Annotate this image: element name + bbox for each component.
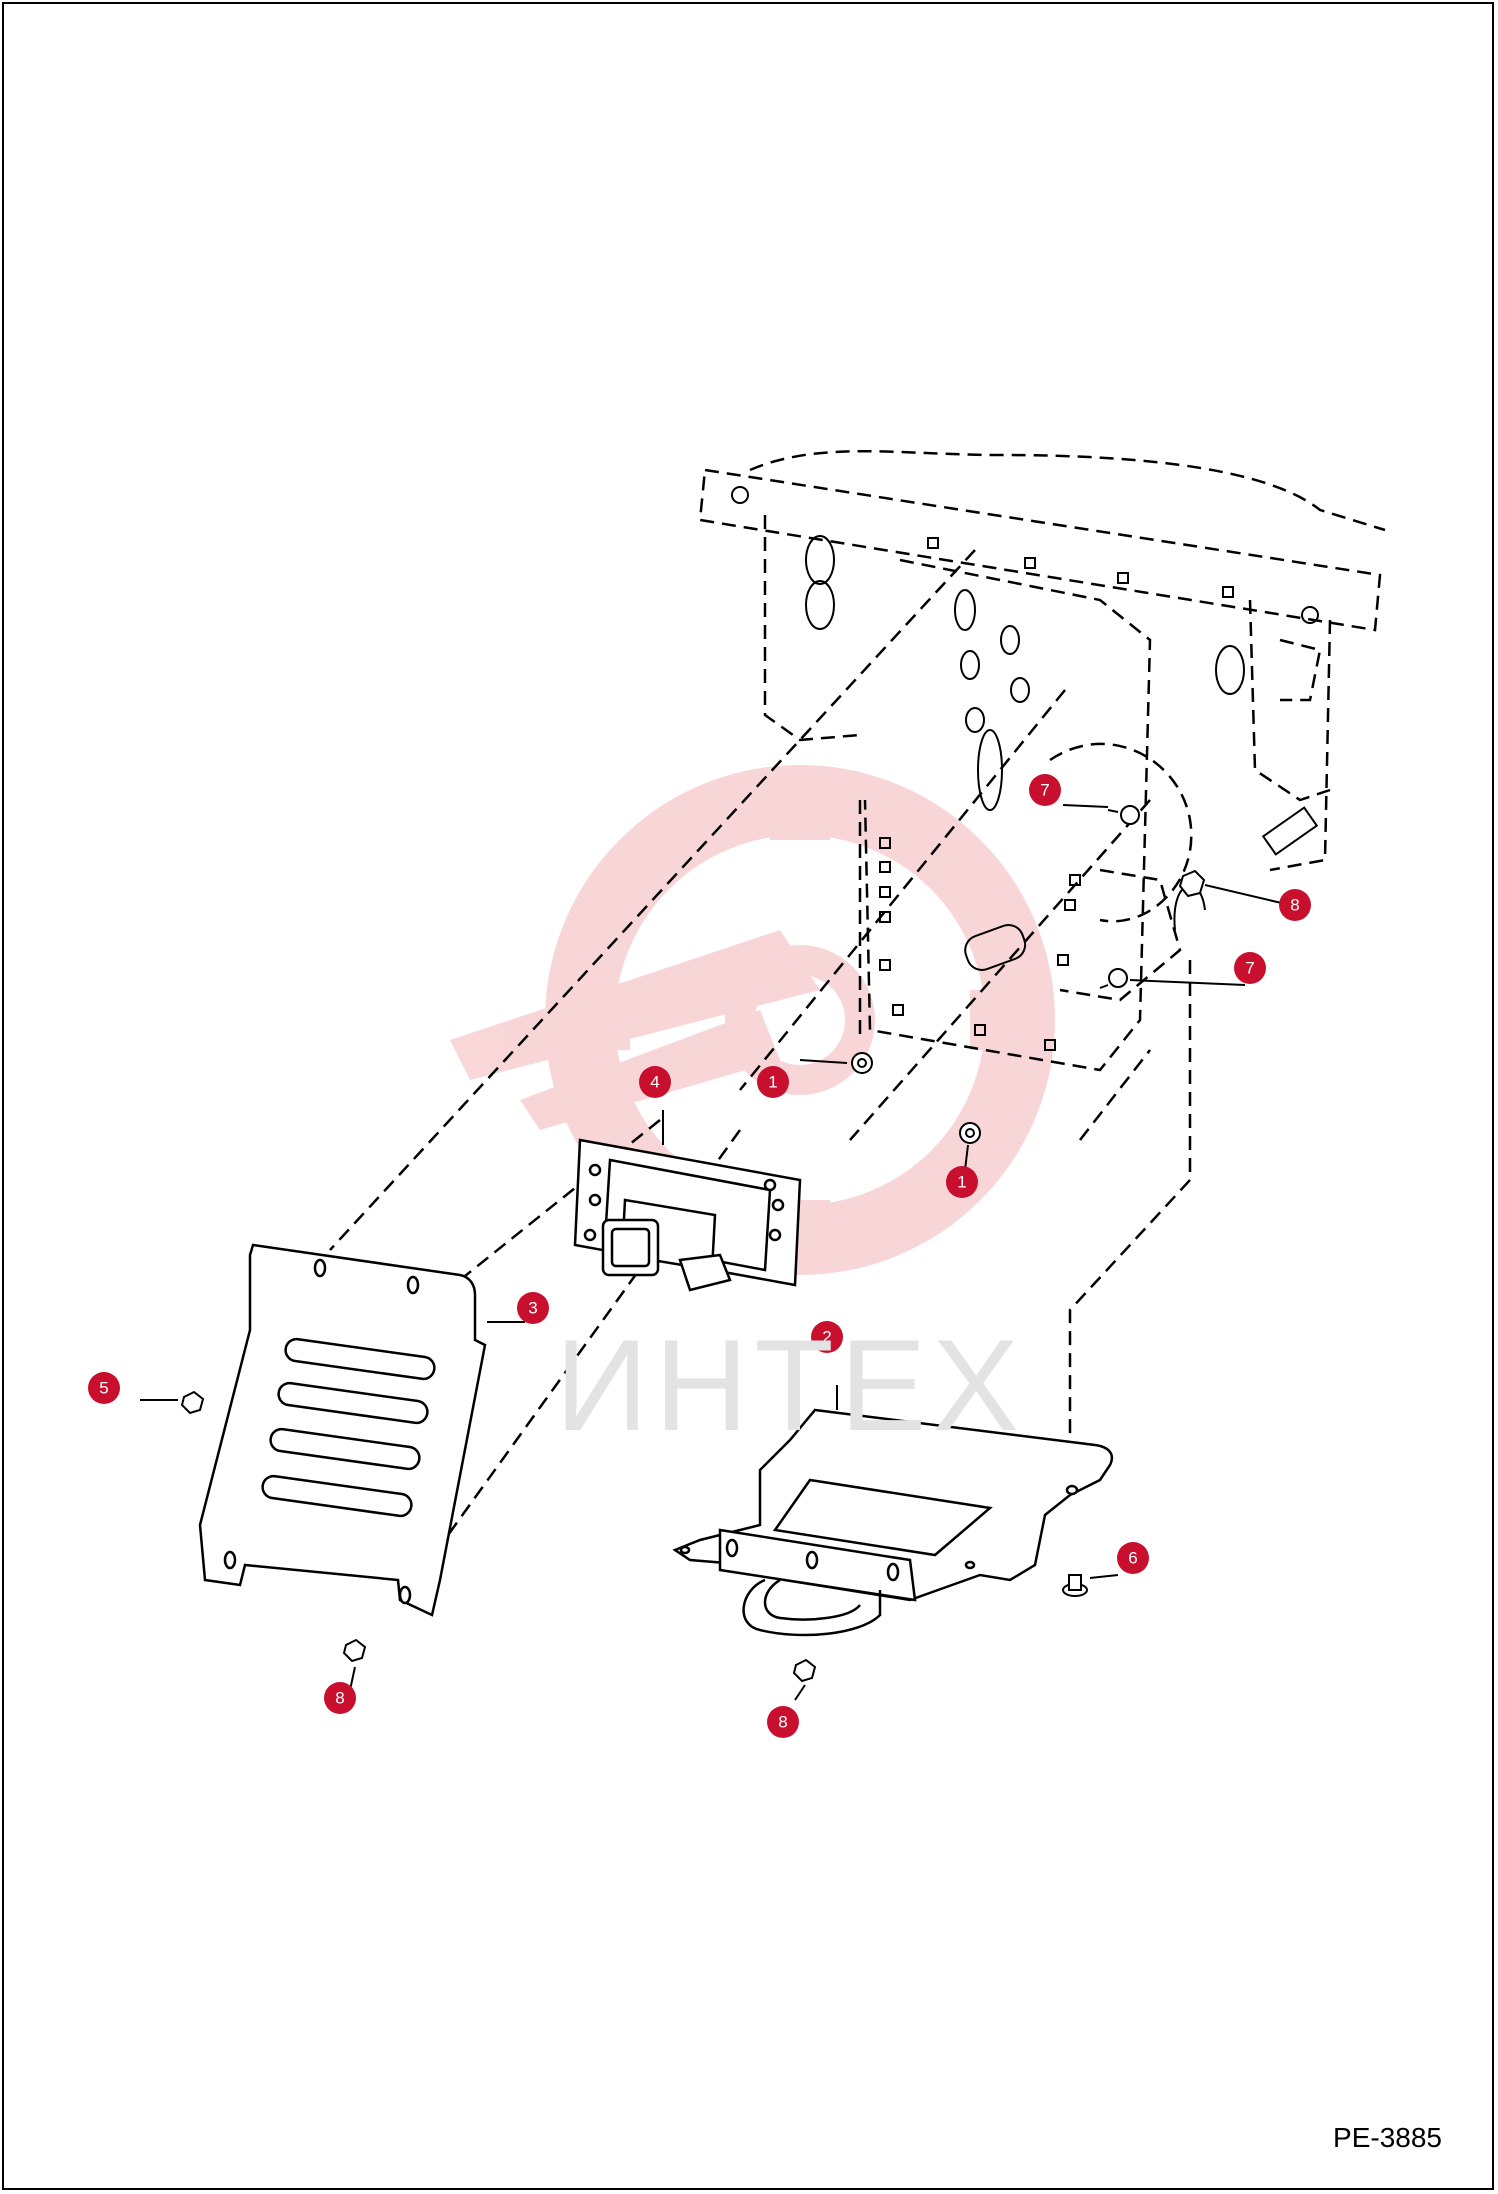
bolt-7-top bbox=[1107, 805, 1140, 825]
callout-5: 5 bbox=[88, 1372, 120, 1404]
svg-text:1: 1 bbox=[957, 1173, 966, 1192]
svg-text:2: 2 bbox=[822, 1328, 831, 1347]
nut-5 bbox=[180, 1390, 205, 1415]
callout-8-right: 8 bbox=[1279, 889, 1311, 921]
callout-8-left: 8 bbox=[324, 1682, 356, 1714]
svg-text:7: 7 bbox=[1040, 781, 1049, 800]
callout-1-right: 1 bbox=[946, 1166, 978, 1198]
svg-text:8: 8 bbox=[1290, 896, 1299, 915]
svg-text:3: 3 bbox=[528, 1299, 537, 1318]
nut-8-bottom bbox=[792, 1658, 817, 1683]
callout-7-top: 7 bbox=[1029, 774, 1061, 806]
nut-8-right bbox=[1178, 869, 1206, 898]
watermark-text: ИНТЕХ bbox=[555, 1312, 1026, 1458]
washer-1-left bbox=[851, 1052, 873, 1074]
leader-lines bbox=[140, 804, 1291, 1701]
frame-square-holes bbox=[879, 537, 1234, 1051]
figure-code: PE-3885 bbox=[1333, 2122, 1442, 2153]
washer-1-right bbox=[959, 1122, 981, 1144]
callout-4: 4 bbox=[639, 1066, 671, 1098]
part-4-receiver-hitch bbox=[573, 1138, 802, 1292]
part-3-cover-plate bbox=[198, 1243, 487, 1617]
svg-text:1: 1 bbox=[768, 1073, 777, 1092]
bolt-7-mid bbox=[1099, 968, 1128, 989]
svg-text:8: 8 bbox=[778, 1713, 787, 1732]
callout-1-left: 1 bbox=[757, 1066, 789, 1098]
bolt-6 bbox=[1062, 1574, 1088, 1597]
svg-text:7: 7 bbox=[1245, 959, 1254, 978]
nut-8-left bbox=[342, 1638, 367, 1663]
callout-8-bottom: 8 bbox=[767, 1706, 799, 1738]
svg-text:4: 4 bbox=[650, 1073, 659, 1092]
frame-details bbox=[731, 486, 1319, 971]
svg-text:5: 5 bbox=[99, 1379, 108, 1398]
callout-6: 6 bbox=[1117, 1542, 1149, 1574]
svg-text:8: 8 bbox=[335, 1689, 344, 1708]
svg-text:6: 6 bbox=[1128, 1549, 1137, 1568]
part-2-hitch-plate bbox=[672, 1408, 1114, 1637]
callout-2: 2 bbox=[811, 1321, 843, 1353]
callouts: 7 8 7 4 1 1 3 2 5 6 8 8 bbox=[88, 774, 1311, 1738]
callout-3: 3 bbox=[517, 1292, 549, 1324]
hardware bbox=[180, 805, 1206, 1683]
callout-7-mid: 7 bbox=[1234, 952, 1266, 984]
